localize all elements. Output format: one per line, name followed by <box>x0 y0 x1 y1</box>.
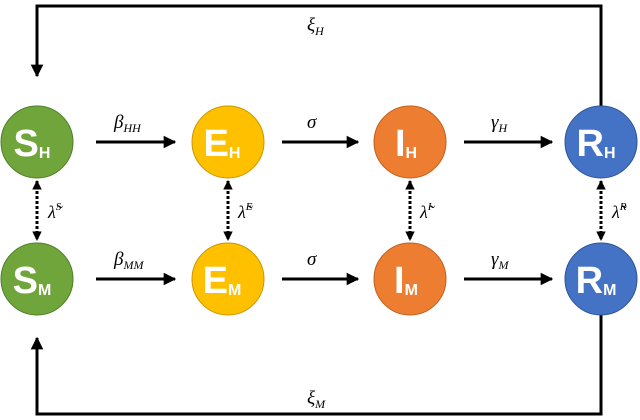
node-s-h-label: SH <box>14 123 51 165</box>
rate-label-beta-mm: βMM <box>113 249 144 272</box>
feedback-arrow-human <box>30 4 603 110</box>
node-s-h: SH <box>0 105 74 179</box>
rate-label-sigma-m: σ <box>307 249 317 270</box>
feedback-arrow-mosquito <box>30 308 603 416</box>
node-r-h-label: RH <box>576 123 615 165</box>
rate-label-lambda-i: λ̃I <box>419 201 436 222</box>
node-r-m-circle <box>564 242 638 316</box>
node-r-h-circle <box>564 105 638 179</box>
node-r-h: RH <box>564 105 638 179</box>
rate-label-xi-h: ξH <box>307 15 325 38</box>
node-i-m-circle <box>373 242 447 316</box>
rate-label-sigma-h: σ <box>307 112 317 133</box>
rate-label-beta-hh: βHH <box>113 112 142 135</box>
node-e-m-label: EM <box>203 260 242 302</box>
rate-label-lambda-r: λ̃R <box>611 201 628 222</box>
rate-label-gamma-h: γH <box>491 112 509 135</box>
node-s-m-circle <box>0 242 74 316</box>
rate-label-lambda-s: λ̃S <box>47 201 64 222</box>
node-i-h-label: IH <box>395 123 417 165</box>
node-i-h: IH <box>373 105 447 179</box>
rate-label-xi-m: ξM <box>307 388 326 411</box>
node-e-m: EM <box>191 242 265 316</box>
node-s-h-circle <box>0 105 74 179</box>
node-r-m: RM <box>564 242 638 316</box>
rate-label-gamma-m: γM <box>491 249 510 272</box>
rate-label-lambda-e: λ̃E <box>237 201 254 222</box>
node-i-h-circle <box>373 105 447 179</box>
node-s-m: SM <box>0 242 74 316</box>
node-s-m-label: SM <box>13 260 52 302</box>
node-e-m-circle <box>191 242 265 316</box>
node-r-m-label: RM <box>576 260 617 302</box>
node-i-m: IM <box>373 242 447 316</box>
node-e-h-circle <box>191 105 265 179</box>
node-i-m-label: IM <box>394 260 418 302</box>
node-e-h: EH <box>191 105 265 179</box>
node-e-h-label: EH <box>204 123 241 165</box>
